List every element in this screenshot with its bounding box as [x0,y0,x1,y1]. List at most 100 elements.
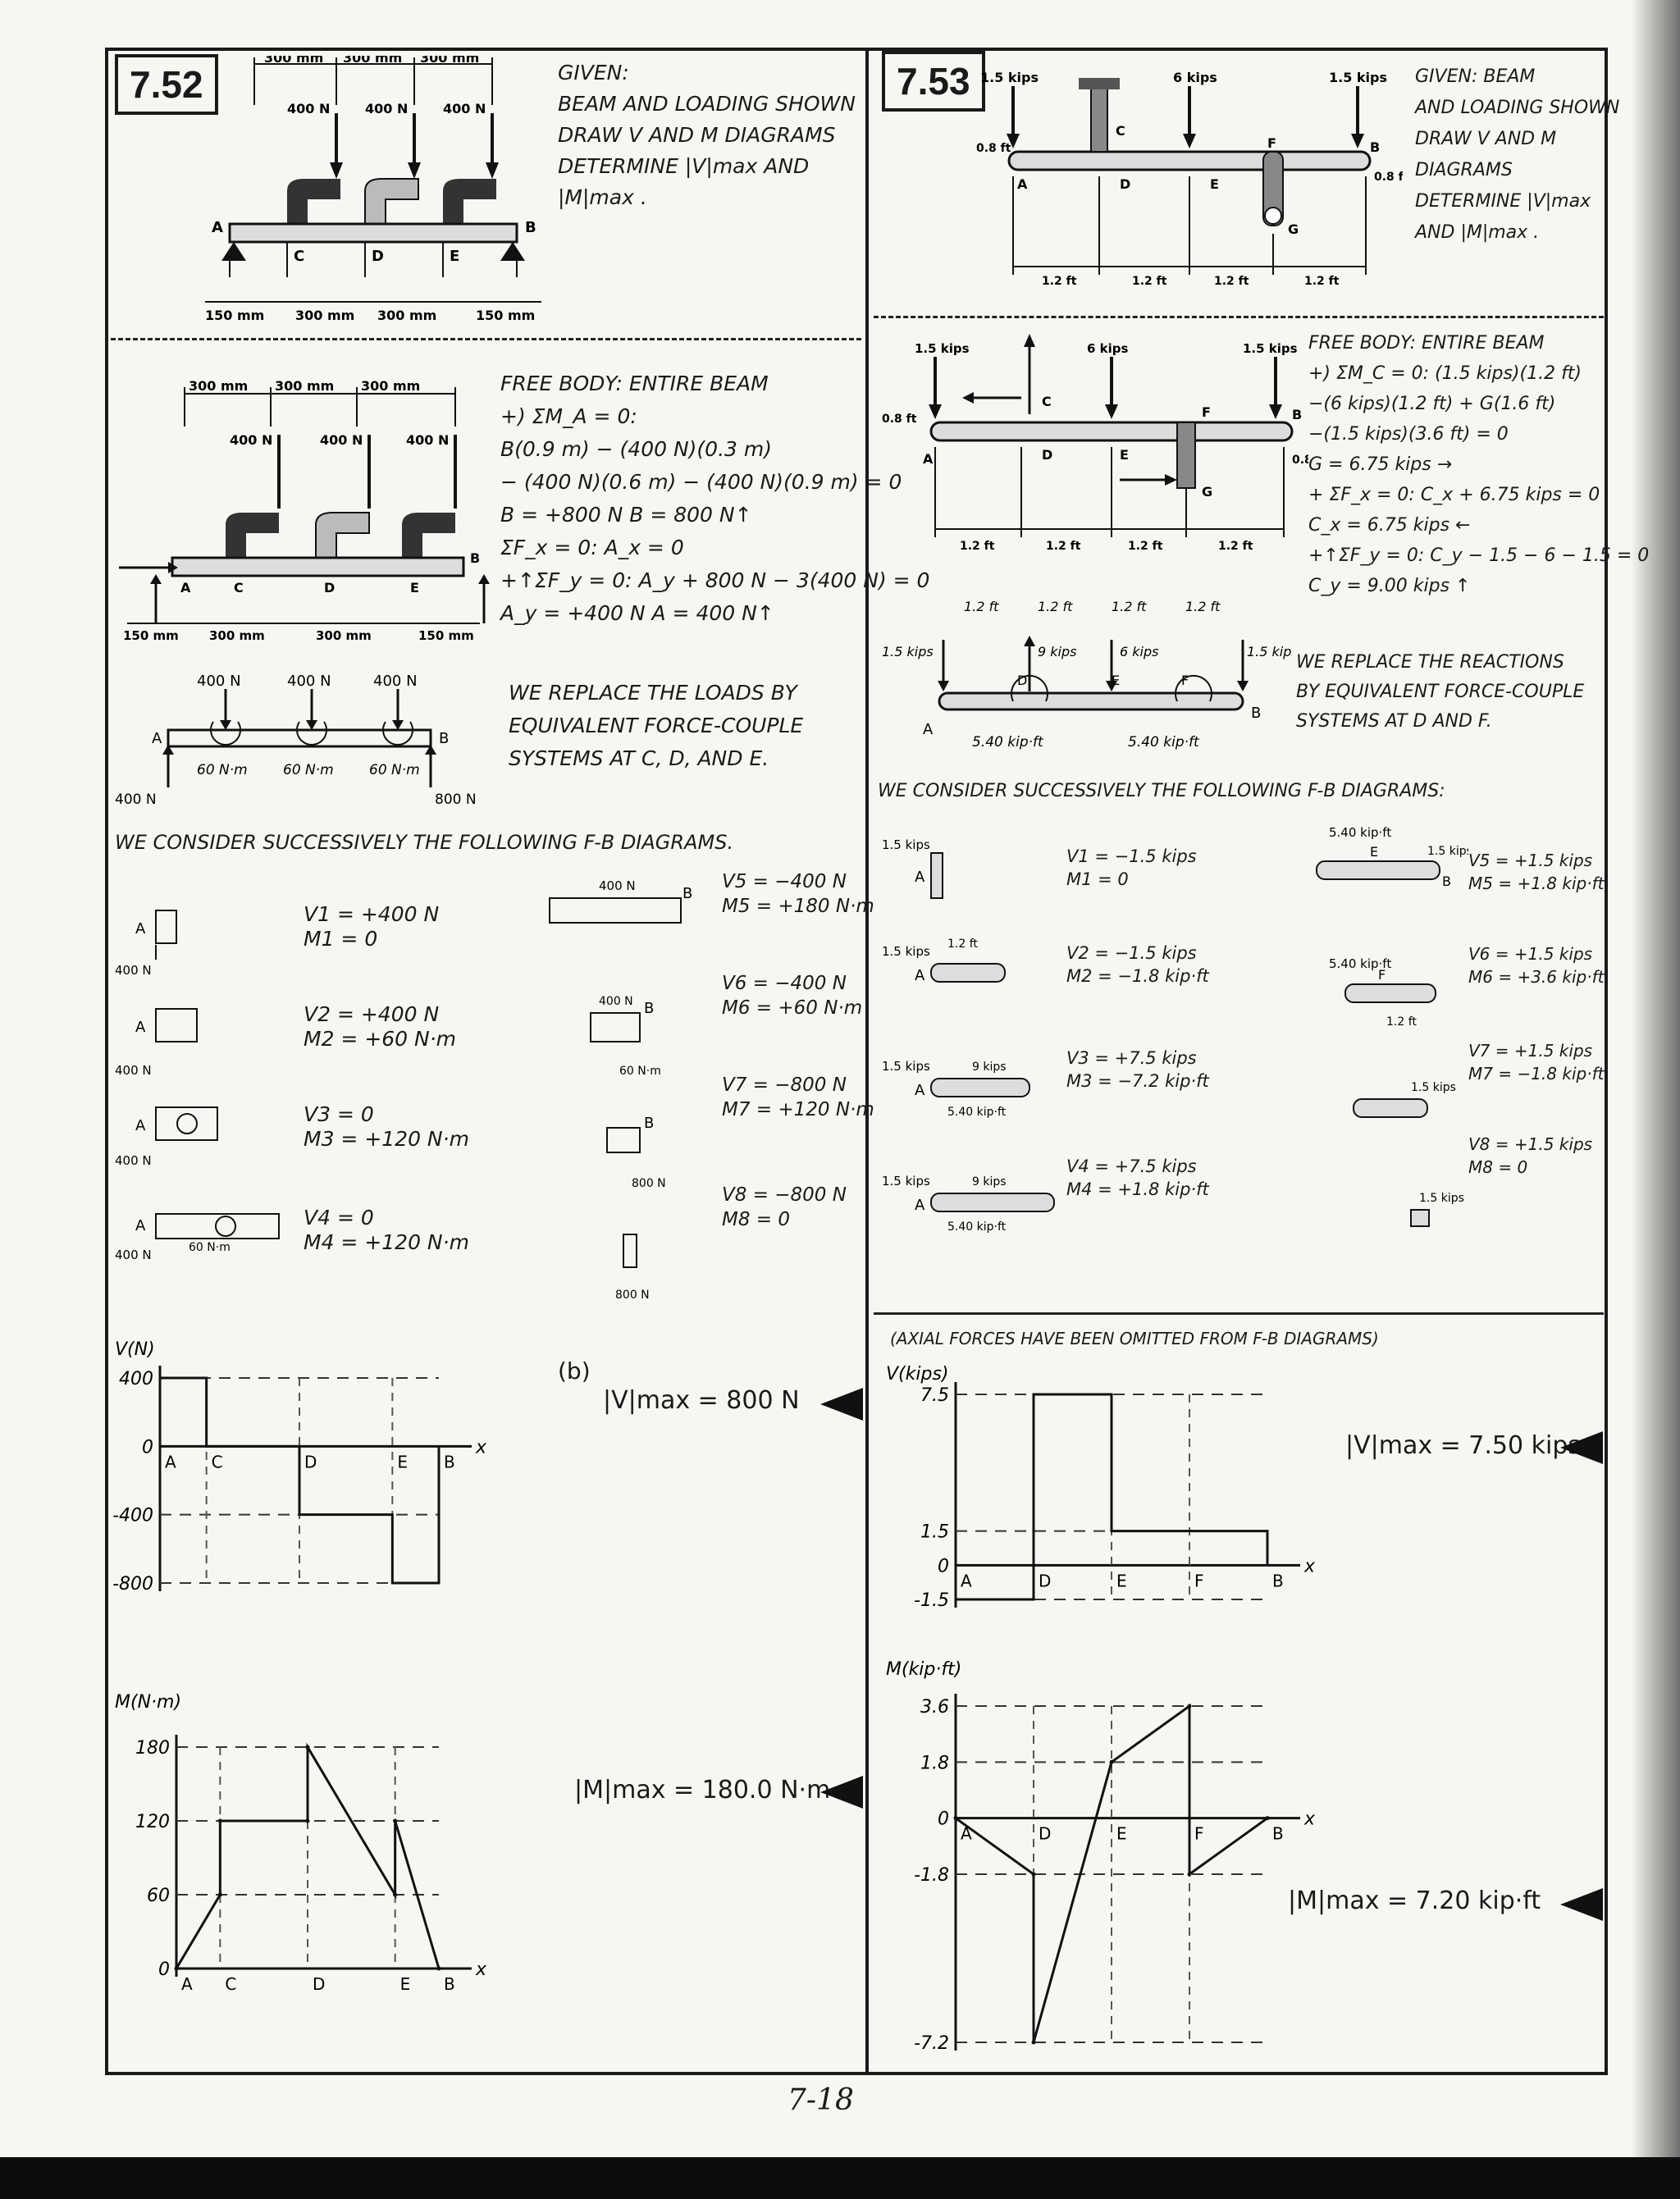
fbr753-2-f: F [1378,967,1386,983]
m753-ytick-0: 3.6 [920,1697,949,1718]
page-number: 7-18 [788,2083,854,2117]
v753-ytick-1: 1.5 [920,1522,949,1543]
fb753-line-7: C_x = 6.75 kips ← [1308,515,1471,536]
m753-xtick-1: D [1039,1824,1051,1844]
pt753-e: E [1210,176,1219,192]
fb-bottom-4: 150 mm [418,628,474,643]
m7-753: M7 = −1.8 kip·ft [1468,1064,1605,1084]
fbr3-r: 800 N [632,1177,666,1190]
fb753-right-sketches: 5.40 kip·ft 5.40 kip·ft 1.5 kips 1.5 kip… [1316,825,1468,1227]
replace752-line-2: EQUIVALENT FORCE-COUPLE [509,714,804,737]
fb753-dim-2: 1.2 ft [1046,540,1081,553]
fbl753-4-a: A [915,1197,925,1214]
point-b: B [525,219,536,236]
fb-bottom-2: 300 mm [209,628,265,643]
fb753-dim-1: 1.2 ft [960,540,995,553]
dim753-1: 1.2 ft [1042,275,1077,288]
fbl753-2-a: A [915,967,925,984]
given-752-line-2: BEAM AND LOADING SHOWN [558,92,856,116]
equivalent-system-753: 1.2 ft 1.2 ft 1.2 ft 1.2 ft 1.5 kips 9 k… [882,599,1292,750]
fb753-dim-3: 1.2 ft [1128,540,1163,553]
fbl753-2-dim: 1.2 ft [947,938,978,951]
m3-753: M3 = −7.2 kip·ft [1066,1071,1209,1091]
fbr1-load: 400 N [599,878,636,893]
dim-bottom-3: 300 mm [377,308,436,323]
fb753-off-1: 0.8 ft [882,413,917,426]
fb753-left-sketches: 1.5 kips 1.5 kips 1.5 kips 1.5 kips A A … [882,837,1055,1234]
m5-752: M5 = +180 N·m [722,896,874,917]
eq753-d: D [1017,673,1027,688]
free-body-equations-753: FREE BODY: ENTIRE BEAM +) ΣM_C = 0: (1.5… [1308,328,1649,601]
v752-xtick-3: E [397,1452,408,1471]
fb-dim-3: 300 mm [361,378,420,394]
v752-xlabel: x [475,1437,487,1458]
v8-752: V8 = −800 N [722,1184,847,1206]
fbr753-2-couple: 5.40 kip·ft [1329,956,1391,971]
m-answer-752: |M|max = 180.0 N·m [574,1776,831,1804]
eq-load-2: 400 N [287,673,331,690]
eq753-load-4: 1.5 kips [1247,644,1292,659]
eq-load-1: 400 N [197,673,241,690]
point-c: C [294,248,304,265]
v6-753: V6 = +1.5 kips [1468,944,1593,964]
given-752-line-5: |M|max . [558,185,647,209]
dim-bottom-1: 150 mm [205,308,264,323]
v5-753: V5 = +1.5 kips [1468,851,1593,870]
eq753-load-2: 9 kips [1038,644,1076,659]
m752-point-3 [305,1818,310,1823]
m8-753: M8 = 0 [1468,1157,1528,1177]
v-answer-marker-753 [1560,1431,1603,1464]
m2-752: M2 = +60 N·m [304,1027,457,1051]
v753-ylabel: V(kips) [886,1364,949,1385]
v753-xtick-4: B [1272,1571,1284,1590]
v753-xtick-0: A [961,1571,972,1590]
m753-ytick-4: -7.2 [914,2033,949,2054]
m752-xlabel: x [475,1959,487,1980]
free-body-sketch-753: 1.5 kips 6 kips 1.5 kips A C D E F B G 0… [882,334,1308,553]
m752-ytick-1: 120 [135,1812,170,1832]
v3-752: V3 = 0 [304,1102,374,1126]
eq753-dim-4: 1.2 ft [1185,599,1221,614]
m753-xtick-3: F [1194,1824,1204,1844]
fb752-left-sketches: A A A A 400 N 400 N 400 N 400 N 60 N·m [115,910,280,1262]
offset-753-2: 0.8 ft [1374,171,1403,184]
m753-point-0 [953,1816,958,1821]
fb753-dim-4: 1.2 ft [1218,540,1253,553]
free-body-sketch-752: 300 mm 300 mm 300 mm 400 N 400 N 400 N A… [119,378,490,643]
m753-point-6 [1265,1816,1270,1821]
m752-point-5 [393,1892,398,1897]
v753-xtick-1: D [1039,1571,1051,1590]
m1-753: M1 = 0 [1066,869,1129,889]
m753-xtick-4: B [1272,1824,1284,1844]
m752-point-4 [305,1745,310,1750]
fb753-load-2: 6 kips [1087,341,1129,356]
m1-752: M1 = 0 [304,927,378,951]
fb753-d: D [1042,447,1052,463]
beam-sketch-752: 300 mm 300 mm 300 mm 400 N 400 N 400 N A… [205,56,541,323]
m753-xtick-2: E [1116,1824,1127,1844]
fbr753-1-load: 1.5 kips [1427,845,1468,858]
v4-752: V4 = 0 [304,1206,374,1230]
v752-ytick-2: -400 [112,1506,153,1526]
fb-load-3: 400 N [406,432,449,448]
fbl753-3-load9: 9 kips [972,1061,1007,1074]
v752-xtick-2: D [304,1452,317,1471]
fb753-line-5: G = 6.75 kips → [1308,454,1453,475]
consider-note-752: WE CONSIDER SUCCESSIVELY THE FOLLOWING F… [115,831,734,854]
replace752-line-1: WE REPLACE THE LOADS BY [509,681,797,705]
free-body-equations-752: FREE BODY: ENTIRE BEAM +) ΣM_A = 0: B(0.… [500,367,929,630]
load-753-1: 1.5 kips [980,70,1039,85]
fbl753-4-load: 1.5 kips [882,1174,930,1188]
m4-753: M4 = +1.8 kip·ft [1066,1179,1209,1199]
m753-ytick-1: 1.8 [920,1753,949,1773]
